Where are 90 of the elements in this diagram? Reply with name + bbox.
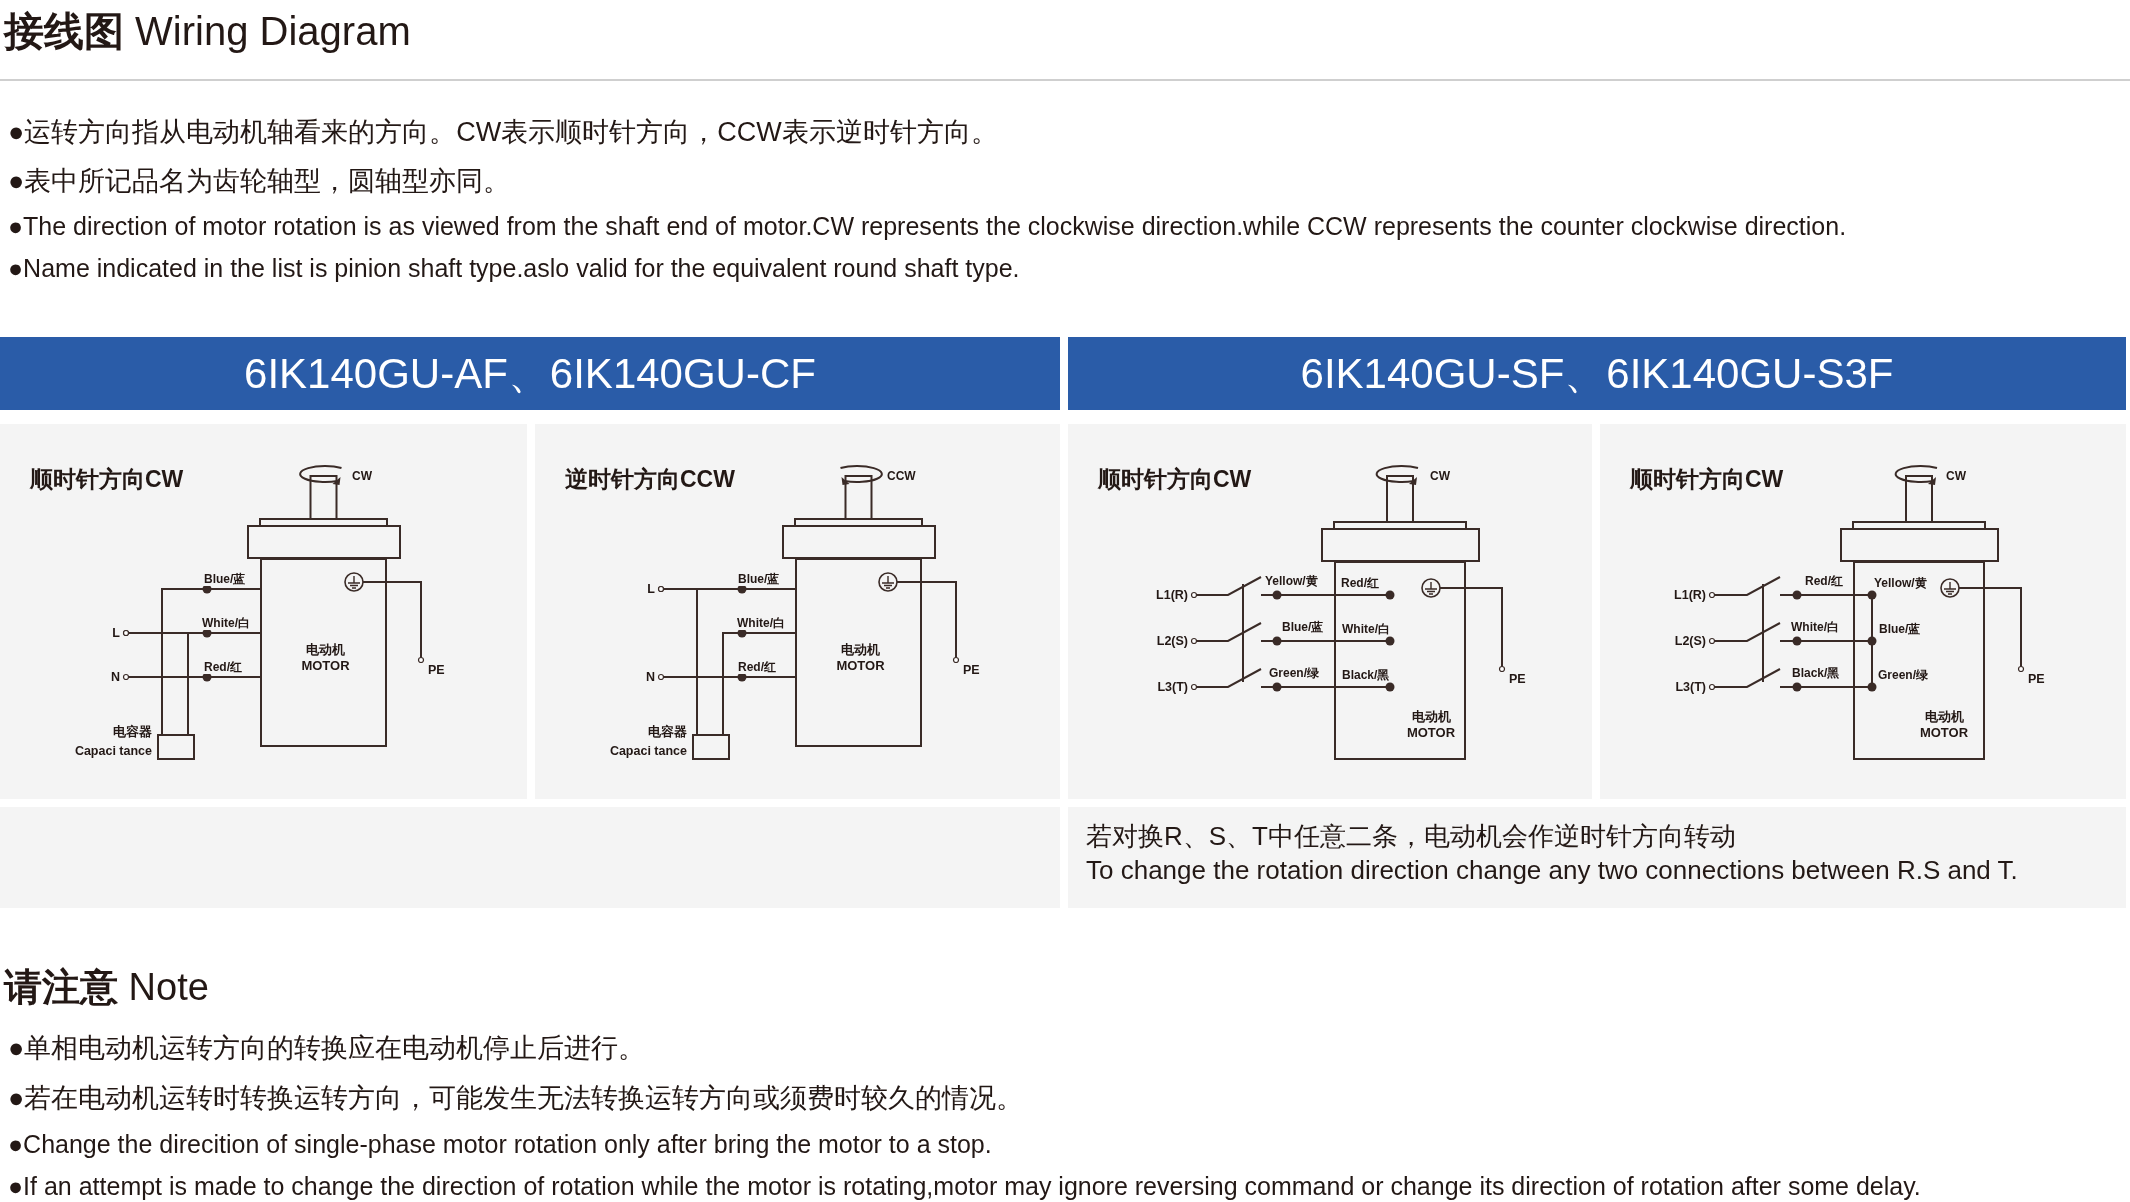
terminal-label: L [631,579,661,599]
bullet-note: ●表中所记品名为齿轮轴型，圆轴型亦同。 [8,165,511,198]
bullet-note: ●The direction of motor rotation is as viewed from the shaft end of motor.CW represents the clockwise direction.while CCW represents the counter clockwise direction. [8,212,1847,241]
rotation-label: CW [1946,469,1966,483]
wire [1190,576,1335,599]
model-name: 6IK140GU-AF、6IK140GU-CF [244,348,816,399]
wire [1465,587,1506,673]
bullet-note: ●若在电动机运转时转换运转方向，可能发生无法转换运转方向或须费时较久的情况。 [8,1082,1024,1115]
wire-label: White/白 [201,616,251,630]
wire [1190,668,1335,691]
bullet-note: ●运转方向指从电动机轴看来的方向。CW表示顺时针方向，CCW表示逆时针方向。 [8,116,998,149]
motor-label: 电动机 MOTOR [1918,709,1970,741]
wire [1708,622,1854,645]
terminal-label: L1(R) [1134,585,1194,605]
wire [122,629,189,735]
page-title: 接线图 Wiring Diagram [4,8,411,55]
wire [1984,587,2025,673]
panel-title: 顺时针方向CW [1098,465,1252,494]
wire [386,581,425,664]
wire [161,588,261,735]
terminal-label: L2(S) [1134,631,1194,651]
capacitor-label: Capaci tance [608,744,687,758]
motor-box [1334,561,1466,760]
diagram-panel [535,424,1060,799]
wire-label: Green/绿 [1268,666,1320,680]
wire-label: Red/红 [1804,574,1844,588]
terminal-label: PE [1497,669,1533,689]
terminal-label: L1(R) [1652,585,1712,605]
terminal-label: L [96,623,126,643]
motor-label: 电动机 MOTOR [835,642,886,674]
rotation-label: CW [1430,469,1450,483]
note-text: 若对换R、S、T中任意二条，电动机会作逆时针方向转动 [1086,820,1736,853]
wire-color-label: Blue/蓝 [1879,622,1921,636]
wire-label: Black/黑 [1791,666,1841,680]
motor-box [260,558,387,747]
wire [1708,668,1854,691]
wire-label: Blue/蓝 [203,572,247,586]
wire-label: White/白 [1790,620,1840,634]
capacitor-label: 电容器 [647,724,687,741]
diagram-panel [0,424,527,799]
wire-color-label: Black/黑 [1342,668,1390,682]
motor-label: 电动机 MOTOR [300,642,351,674]
wire-color-label: White/白 [1342,622,1390,636]
model-header-bar [1068,337,2126,410]
wire-color-label: Green/绿 [1878,668,1928,682]
wire-label: Blue/蓝 [737,572,781,586]
terminal-label: L3(T) [1652,677,1712,697]
wire [921,581,960,664]
wire-label: Blue/蓝 [1281,620,1325,634]
bullet-note: ●If an attempt is made to change the direction of rotation while the motor is rotating,motor may ignore reversing command or change its direction of rotation after some delay. [8,1172,1921,1201]
wire-label: White/白 [736,616,786,630]
panel-title: 顺时针方向CW [30,465,184,494]
panel-title: 顺时针方向CW [1630,465,1784,494]
terminal-label: PE [416,660,452,680]
terminal-label: PE [2016,669,2052,689]
wire-label: Red/红 [737,660,777,674]
panel-title: 逆时针方向CCW [565,465,735,494]
wire [657,585,698,735]
wire-color-label: Yellow/黄 [1874,576,1927,590]
wire [1190,622,1335,645]
wire [657,673,796,681]
rotation-label: CW [352,469,372,483]
section-heading: 请注意 Note [4,965,209,1010]
diagram-panel [1068,424,1592,799]
terminal-label: PE [951,660,987,680]
bullet-note: ●单相电动机运转方向的转换应在电动机停止后进行。 [8,1032,646,1065]
wire-label: Yellow/黄 [1264,574,1319,588]
wire [1708,576,1854,599]
wire-label: Red/红 [203,660,243,674]
wire [122,673,261,681]
wire-color-label: Red/红 [1341,576,1379,590]
diagram-panel [1600,424,2126,799]
capacitor-box [692,734,730,760]
motor-box [795,558,922,747]
capacitor-box [157,734,195,760]
capacitor-label: Capaci tance [73,744,152,758]
bullet-note: ●Change the direcition of single-phase motor rotation only after bring the motor to a stop. [8,1130,992,1159]
terminal-label: N [631,667,661,687]
terminal-label: L2(S) [1652,631,1712,651]
model-name: 6IK140GU-SF、6IK140GU-S3F [1300,348,1894,399]
wire [722,632,796,735]
model-header-bar [0,337,1060,410]
rotation-label: CCW [887,469,916,483]
note-text: To change the rotation direction change any two connections between R.S and T. [1086,855,2018,886]
terminal-label: L3(T) [1134,677,1194,697]
motor-label: 电动机 MOTOR [1405,709,1457,741]
capacitor-label: 电容器 [112,724,152,741]
motor-box [1853,561,1985,760]
terminal-label: N [96,667,126,687]
bullet-note: ●Name indicated in the list is pinion shaft type.aslo valid for the equivalent round shaft type. [8,254,1020,283]
